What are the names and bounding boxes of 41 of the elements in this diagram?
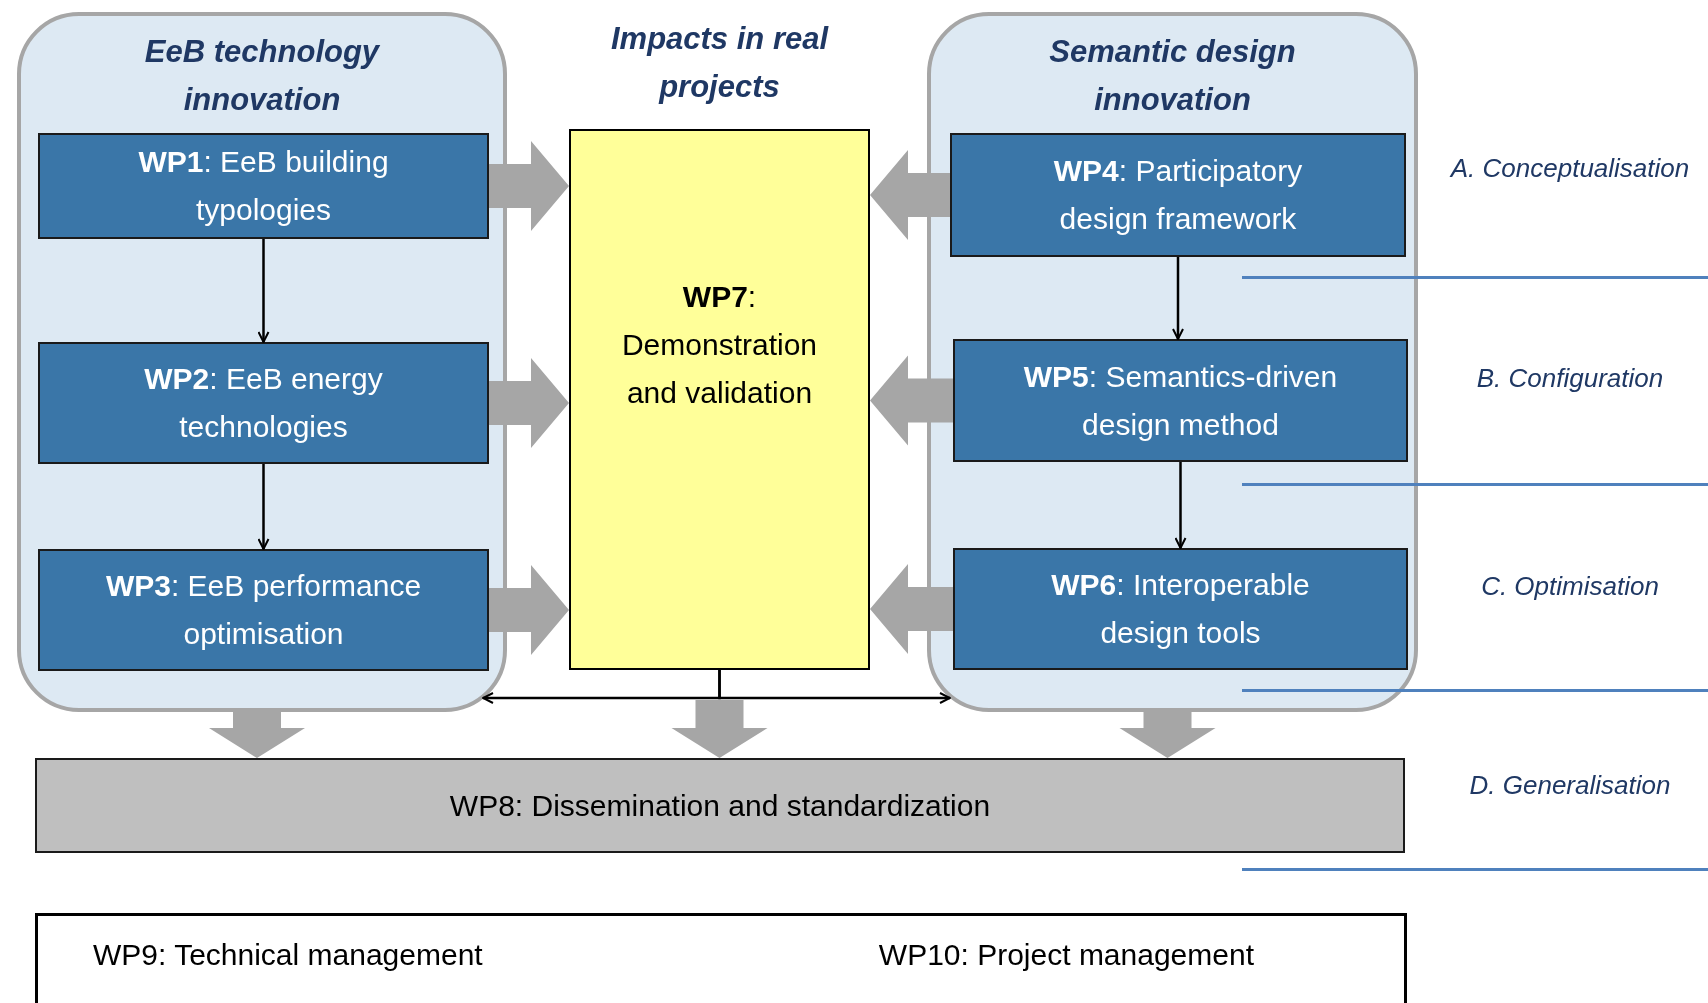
group-heading: EeB technology innovation xyxy=(143,33,381,119)
box-label: WP10: Project management xyxy=(878,938,1254,972)
bar-label: WP8: Dissemination and standardization xyxy=(449,788,991,823)
box-label: WP1: EeB building typologies xyxy=(137,144,390,228)
block-arrow xyxy=(870,355,953,446)
work-package-box xyxy=(950,133,1406,257)
block-arrow xyxy=(1119,712,1216,758)
box-label: WP2: EeB energy technologies xyxy=(143,361,384,445)
management-box xyxy=(35,913,1407,1003)
arrow xyxy=(257,239,270,343)
column-heading: Impacts in real projects xyxy=(609,20,830,106)
block-arrow xyxy=(489,565,569,655)
phase-label: C. Optimisation xyxy=(1480,570,1660,603)
box-label: WP4: Participatory design framework xyxy=(1052,153,1304,237)
work-package-bar xyxy=(35,758,1405,853)
work-package-box xyxy=(38,342,489,464)
work-package-box xyxy=(38,133,489,239)
phase-label: D. Generalisation xyxy=(1468,769,1672,802)
block-arrow xyxy=(870,564,953,654)
box-label: WP6: Interoperable design tools xyxy=(1050,567,1311,651)
box-label: WP3: EeB performance optimisation xyxy=(104,568,423,652)
group-panel xyxy=(17,12,507,712)
work-package-box xyxy=(953,339,1408,462)
box-label: WP7: Demonstration and validation xyxy=(620,278,819,411)
block-arrow xyxy=(870,150,950,240)
group-panel xyxy=(927,12,1418,712)
work-package-box xyxy=(38,549,489,671)
block-arrow xyxy=(489,141,569,231)
arrow xyxy=(1172,257,1184,340)
group-heading: Semantic design innovation xyxy=(1048,33,1297,119)
box-label: WP9: Technical management xyxy=(93,938,483,972)
block-arrow xyxy=(671,700,768,758)
block-arrow xyxy=(209,712,305,758)
box-label: WP5: Semantics-driven design method xyxy=(1022,358,1339,443)
arrow xyxy=(718,670,951,704)
phase-label: B. Configuration xyxy=(1475,362,1665,395)
arrow xyxy=(257,464,270,550)
arrow xyxy=(1174,462,1187,549)
work-package-box xyxy=(953,548,1408,670)
phase-label: A. Conceptualisation xyxy=(1448,152,1691,185)
block-arrow xyxy=(489,358,569,448)
